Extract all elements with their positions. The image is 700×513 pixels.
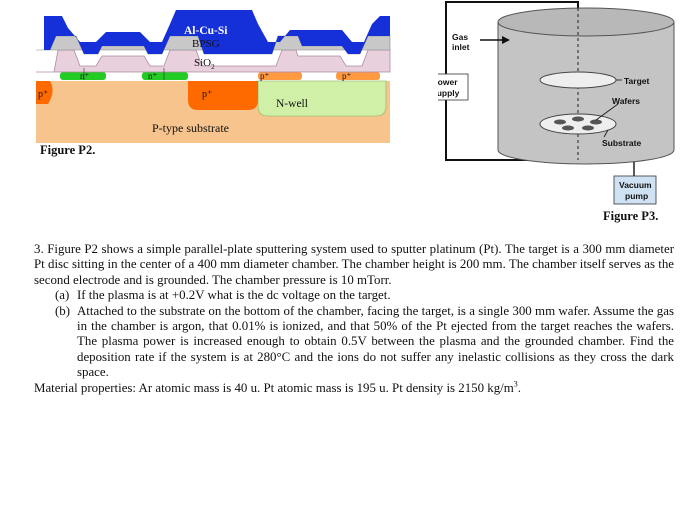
figure-p3-caption: Figure P3. (603, 209, 659, 223)
problem-part-b: (b) Attached to the substrate on the bot… (55, 304, 674, 381)
wafer-5 (582, 125, 594, 131)
part-a-text: If the plasma is at +0.2V what is the dc… (77, 288, 391, 303)
label-p-plus-edge: p⁺ (38, 89, 48, 100)
problem-statement: 3. Figure P2 shows a simple parallel-pla… (34, 242, 674, 396)
wafers-pointer (595, 103, 619, 121)
figure-p2-cross-section: Al-Cu-Si BPSG SiO2 n⁺ n⁺ p⁺ p⁺ p⁺ p⁺ N-w… (36, 10, 391, 143)
wafer-4 (562, 125, 574, 131)
label-p-plus-1: p⁺ (260, 71, 270, 81)
label-wafers: Wafers (612, 96, 640, 106)
n-plus-region-1 (60, 72, 106, 80)
part-b-text: Attached to the substrate on the bottom … (77, 303, 674, 380)
wafer-3 (590, 119, 602, 125)
substrate-pointer (603, 129, 609, 138)
label-n-plus-1: n⁺ (80, 71, 90, 81)
label-sio2: SiO2 (194, 57, 215, 71)
sio2-layer (36, 49, 391, 73)
label-gas-inlet-line1: Gas (452, 32, 468, 42)
problem-part-a: (a) If the plasma is at +0.2V what is th… (55, 288, 674, 303)
problem-intro: 3. Figure P2 shows a simple parallel-pla… (34, 242, 674, 287)
n-well-region (257, 80, 387, 117)
label-p-plus-well: p⁺ (202, 89, 212, 100)
part-b-label: (b) (55, 303, 71, 318)
vacuum-pump-box (613, 175, 657, 205)
p-plus-region-n-well-2 (336, 72, 380, 80)
wafer-1 (554, 119, 566, 125)
metal-layer (44, 10, 390, 54)
p-plus-well-region (188, 81, 258, 110)
label-alcusi: Al-Cu-Si (184, 25, 228, 37)
part-a-label: (a) (55, 288, 70, 303)
label-p-plus-2: p⁺ (342, 71, 352, 81)
gas-inlet-arrowhead (502, 36, 510, 44)
label-gas-inlet-line2: inlet (452, 42, 470, 52)
label-n-plus-2: n⁺ (148, 71, 158, 81)
label-bpsg: BPSG (192, 38, 220, 50)
p-plus-region-n-well-1 (258, 72, 302, 80)
label-power-line2: supply (438, 88, 460, 98)
label-substrate: P-type substrate (152, 121, 229, 135)
target-disc (539, 71, 617, 89)
label-substrate: Substrate (602, 138, 641, 148)
figure-p3-sputter-system: Gas inlet Target Wafers Substrate Power … (438, 1, 675, 205)
wafer-2 (572, 116, 584, 122)
power-supply-box (438, 73, 469, 101)
chamber-top (497, 7, 675, 37)
label-vacuum-line1: Vacuum (619, 180, 652, 190)
label-target: Target (624, 76, 650, 86)
p-plus-left-region (36, 81, 53, 104)
label-n-well: N-well (276, 98, 308, 110)
chamber-body (497, 21, 675, 165)
figure-p2-caption: Figure P2. (40, 143, 96, 157)
label-power-line1: Power (438, 77, 458, 87)
label-vacuum-line2: pump (625, 191, 648, 201)
n-plus-region-2 (142, 72, 188, 80)
material-properties: Material properties: Ar atomic mass is 4… (34, 379, 522, 395)
